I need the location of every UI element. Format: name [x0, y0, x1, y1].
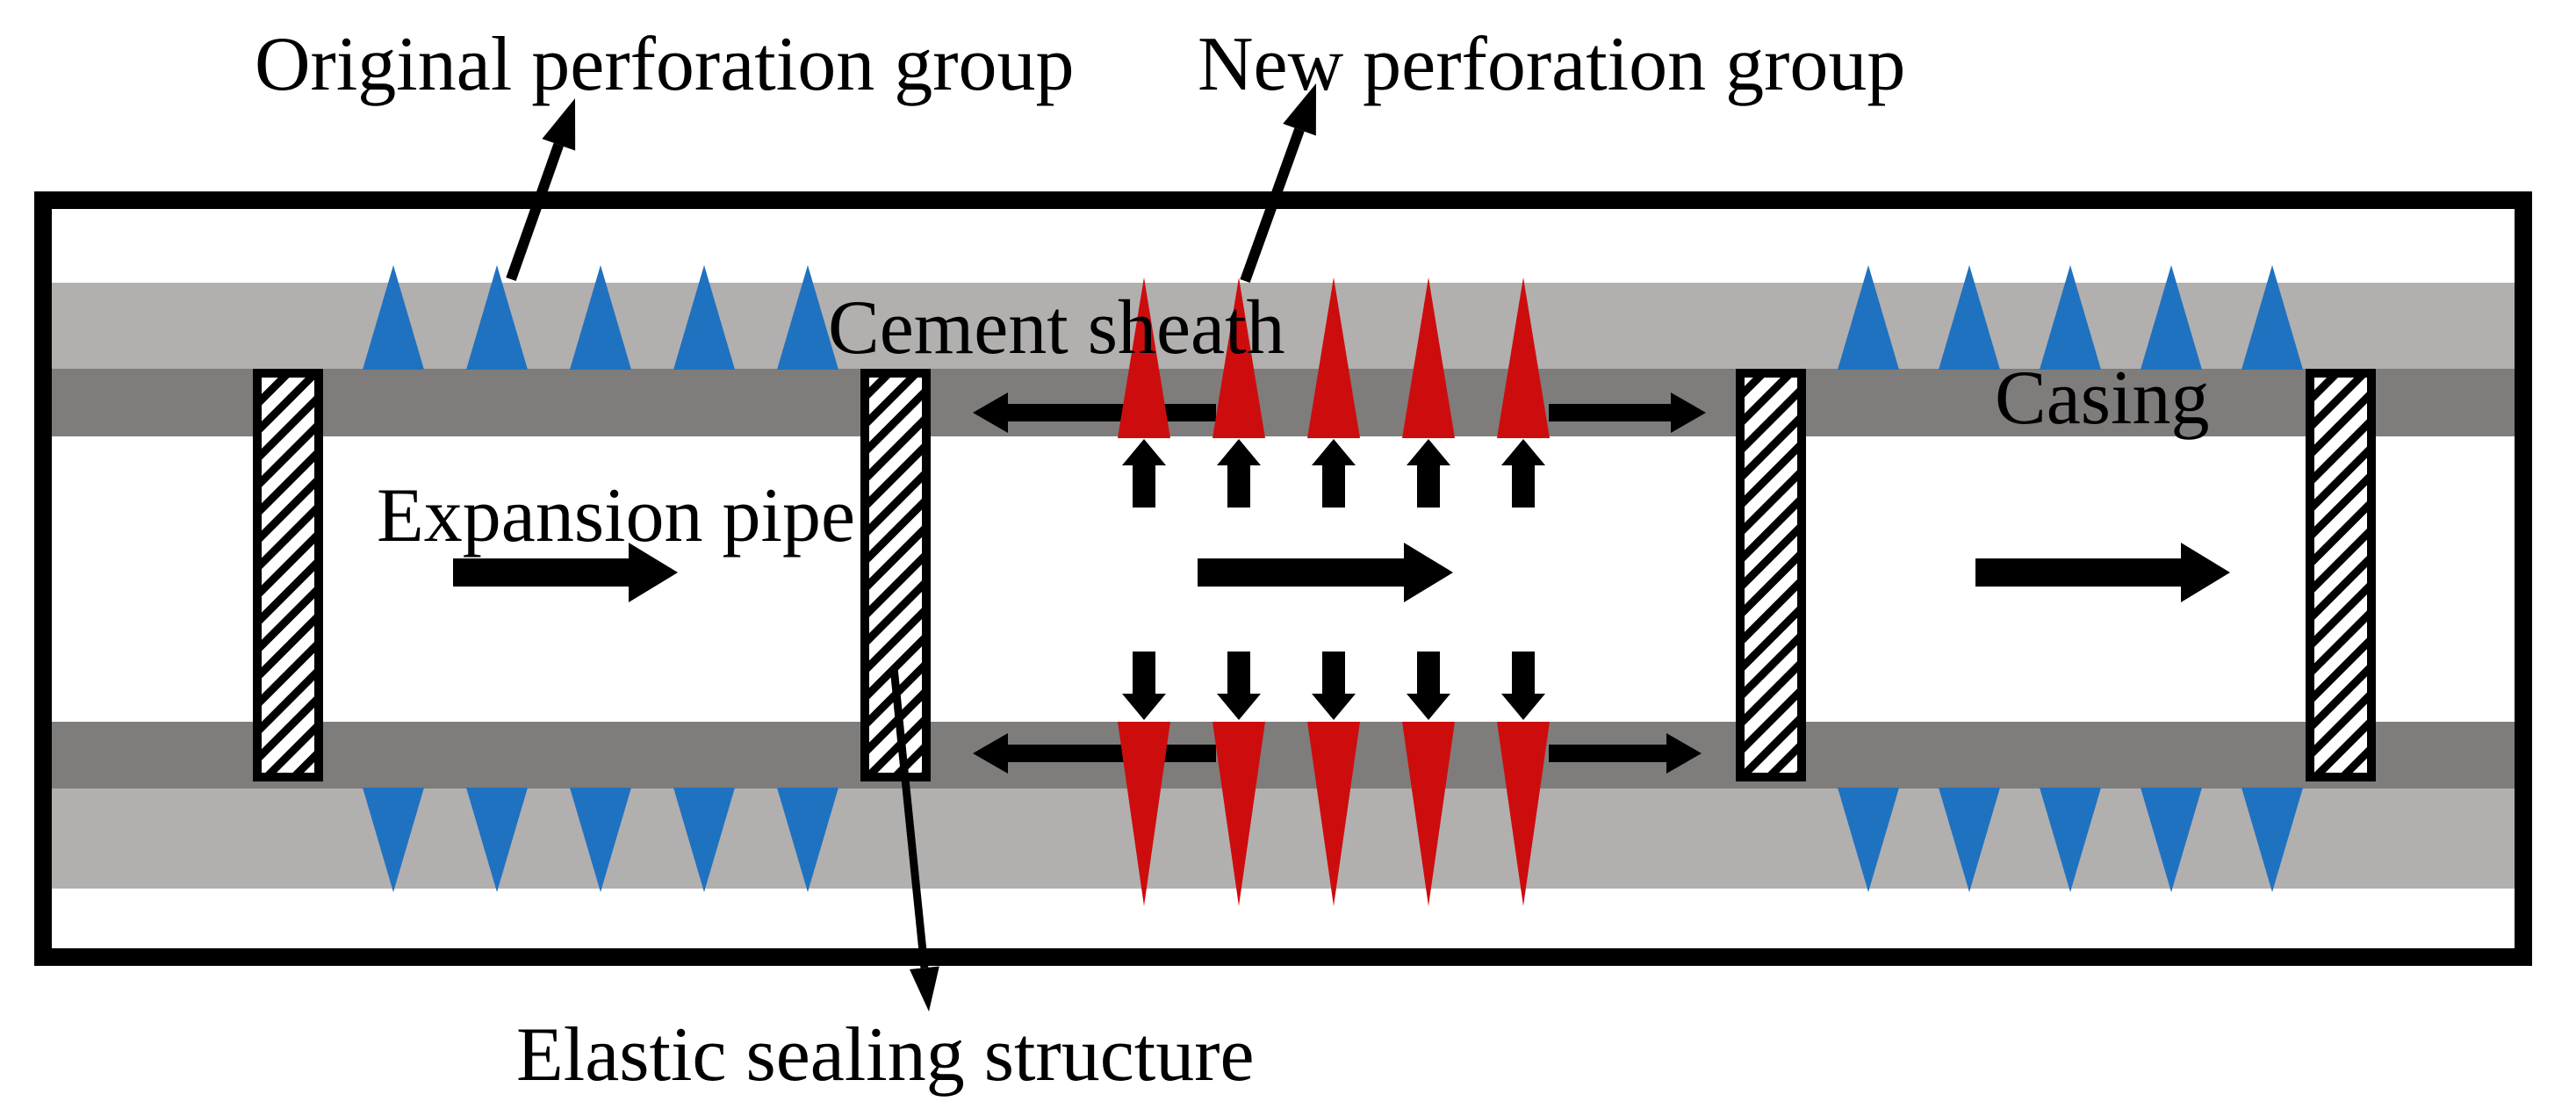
elastic-seal-1 [253, 369, 323, 781]
new-perforations-bottom-triangle [1497, 722, 1550, 906]
new-perforations-top-triangle [1212, 277, 1265, 438]
cement-sheath-top-band [52, 283, 2515, 369]
new-perforations-top-triangle [1307, 277, 1360, 438]
new-perforations-top [1118, 277, 1550, 438]
original-perforations-top-left-triangle [673, 265, 735, 370]
pressure-arrows-down-arrow [1217, 652, 1261, 720]
original-perforations-top-right-triangle [2040, 265, 2101, 370]
flow-arrow-right [1975, 543, 2230, 602]
original-perforations-bottom-left-triangle [466, 788, 528, 892]
original-perforations-top-right-triangle [1838, 265, 1899, 370]
pressure-arrows-up [1122, 439, 1545, 508]
pressure-arrows-down [1122, 652, 1545, 720]
pressure-arrows-down-arrow [1501, 652, 1545, 720]
original-perforations-top-right-triangle [2141, 265, 2202, 370]
cement-sheath-bottom-band [52, 788, 2515, 889]
new-perforation-leader-arrow-head [1283, 83, 1316, 136]
original-perforations-top-right-triangle [2241, 265, 2303, 370]
new-perforations-top-triangle [1118, 277, 1170, 438]
new-perforations-bottom-triangle [1118, 722, 1170, 906]
casing-top-band [52, 369, 2515, 436]
original-perforations-bottom-right-triangle [2040, 788, 2101, 892]
flow-arrow-center [1198, 543, 1453, 602]
pressure-arrows-up-arrow [1312, 439, 1356, 508]
cement-sheath-label: Cement sheath [828, 285, 1285, 371]
pressure-arrows-up-arrow [1501, 439, 1545, 508]
original-perforation-leader-arrow [506, 98, 576, 282]
original-perforations-bottom-right-triangle [1838, 788, 1899, 892]
elastic-sealing-leader-arrow-shaft [889, 666, 929, 968]
elastic-sealing-leader-arrow [889, 666, 939, 1012]
original-perforations-bottom-right-triangle [2141, 788, 2202, 892]
original-perforations-top-left-triangle [363, 265, 424, 370]
original-perforations-bottom-left-triangle [673, 788, 735, 892]
original-perforations-bottom-left-triangle [363, 788, 424, 892]
elastic-seal-3 [1736, 369, 1806, 781]
annulus-arrow-bottom-right [1549, 733, 1702, 774]
annulus-arrow-top-right [1549, 392, 1706, 433]
original-perforation-leader-arrow-head [542, 98, 576, 151]
new-perforations-bottom [1118, 722, 1550, 906]
original-perforations-top-right [1838, 265, 2303, 370]
new-perforations-top-triangle [1402, 277, 1455, 438]
elastic-seal-4 [2306, 369, 2376, 781]
elastic-sealing-leader-arrow-head [910, 966, 939, 1012]
new-perforations-bottom-triangle [1212, 722, 1265, 906]
new-perforation-group-label: New perforation group [1198, 22, 1905, 107]
original-perforations-bottom-left-triangle [570, 788, 631, 892]
flow-arrow-left [453, 543, 678, 602]
expansion-pipe-label: Expansion pipe [377, 473, 855, 558]
annulus-arrow-top-left [973, 392, 1216, 433]
new-perforations-bottom-triangle [1307, 722, 1360, 906]
original-perforations-bottom-left-triangle [777, 788, 838, 892]
original-perforations-bottom-right [1838, 788, 2303, 892]
original-perforations-top-left-triangle [777, 265, 838, 370]
original-perforations-top-right-triangle [1939, 265, 2000, 370]
pressure-arrows-up-arrow [1122, 439, 1166, 508]
original-perforations-bottom-left [363, 788, 838, 892]
original-perforations-bottom-right-triangle [1939, 788, 2000, 892]
new-perforations-top-triangle [1497, 277, 1550, 438]
original-perforations-top-left-triangle [466, 265, 528, 370]
pressure-arrows-down-arrow [1312, 652, 1356, 720]
casing-label: Casing [1995, 356, 2209, 441]
pressure-arrows-up-arrow [1217, 439, 1261, 508]
casing-bottom-band [52, 722, 2515, 788]
new-perforation-leader-arrow [1240, 83, 1316, 284]
original-perforations-top-left [363, 265, 838, 370]
original-perforations-top-left-triangle [570, 265, 631, 370]
pressure-arrows-up-arrow [1407, 439, 1450, 508]
pressure-arrows-down-arrow [1122, 652, 1166, 720]
new-perforations-bottom-triangle [1402, 722, 1455, 906]
original-perforations-bottom-right-triangle [2241, 788, 2303, 892]
new-perforation-leader-arrow-shaft [1240, 127, 1305, 284]
original-perforation-leader-arrow-shaft [506, 142, 564, 282]
pressure-arrows-down-arrow [1407, 652, 1450, 720]
elastic-sealing-structure-label: Elastic sealing structure [516, 1012, 1255, 1098]
original-perforation-group-label: Original perforation group [255, 22, 1075, 107]
annulus-arrow-bottom-left [973, 733, 1216, 774]
